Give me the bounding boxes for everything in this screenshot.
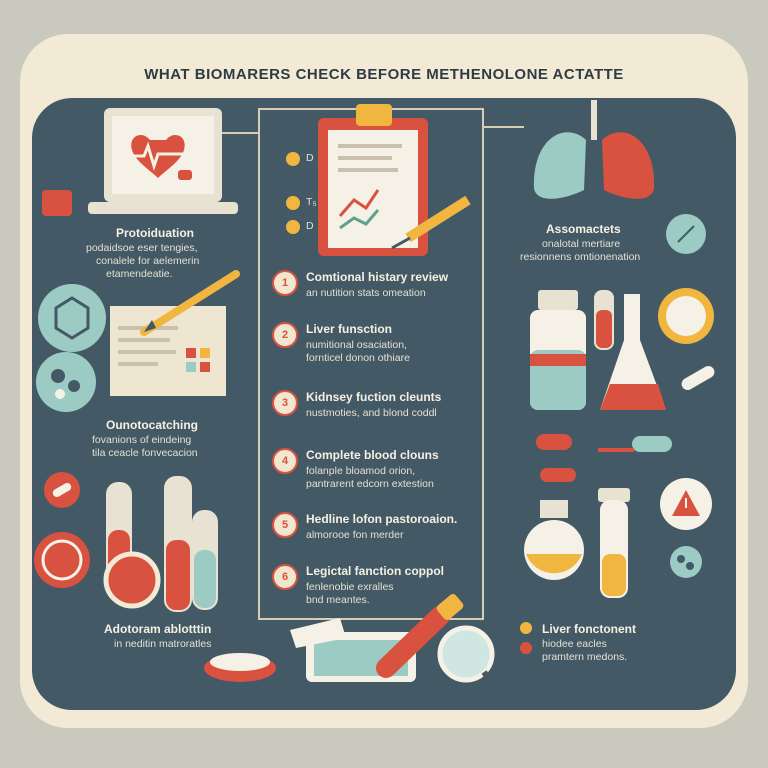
step-5-badge: 5: [272, 512, 298, 538]
step-4-heading: Complete blood clouns: [306, 448, 439, 462]
connector-left-branch: [220, 132, 260, 134]
step-5-heading: Hedline lofon pastoroaion.: [306, 512, 458, 526]
laptop-heart-icon: [88, 106, 238, 223]
lab-tray-icon: [200, 592, 501, 707]
step-3-heading: Kidnsey fuction cleunts: [306, 390, 442, 404]
step-1-heading: Comtional histary review: [306, 270, 449, 284]
red-pill-circle-icon: [42, 470, 82, 515]
clipboard-label-1: D: [306, 152, 314, 164]
yellow-flasks-icon: [520, 484, 660, 609]
connector-bottom: [258, 618, 484, 620]
right-legend-text-a: hiodee eacles: [542, 638, 607, 650]
right-legend-text-b: pramtern medons.: [542, 651, 628, 663]
flasks-icon: [524, 280, 724, 425]
left-heading-2: Ounotocatching: [106, 418, 198, 432]
molecule-circle-icon-2: [34, 350, 98, 419]
step-2-badge: 2: [272, 322, 298, 348]
right-legend-heading: Liver fonctonent: [542, 622, 637, 636]
connector-right-vertical: [482, 108, 484, 620]
step-6-text-a: fenlenobie exralles: [306, 581, 394, 593]
left-text-3a: in neditin matroratles: [114, 638, 212, 650]
clipboard-label-2: T₅: [306, 196, 317, 208]
connector-right-branch: [482, 126, 524, 128]
legend-dot-1: [286, 152, 300, 166]
legend-red-dot: [520, 642, 532, 654]
step-2-text-b: fornticel donon othiare: [306, 352, 410, 364]
pills-icon: [528, 428, 678, 493]
left-text-1a: podaidsoe eser tengies,: [86, 242, 198, 254]
cells-circle-icon: [668, 544, 704, 585]
x-circle-icon: [664, 212, 708, 261]
step-4-badge: 4: [272, 448, 298, 474]
warning-circle-icon: [658, 476, 714, 537]
lungs-icon: [524, 100, 664, 215]
left-text-1c: etamendeatie.: [106, 268, 173, 280]
right-heading-1: Assomactets: [546, 222, 621, 236]
step-4-text-b: pantrarent edcorn extestion: [306, 478, 434, 490]
step-4-text-a: folanple bloamod orion,: [306, 465, 416, 477]
step-3-badge: 3: [272, 390, 298, 416]
test-tubes-left-icon: [96, 470, 236, 625]
step-2-heading: Liver funsction: [306, 322, 393, 336]
step-5-text: almorooe fon merder: [306, 529, 404, 541]
legend-yellow-dot: [520, 622, 532, 634]
left-text-2b: tila ceacle fonvecacion: [92, 447, 198, 459]
step-1-badge: 1: [272, 270, 298, 296]
step-6-heading: Legictal fanction coppol: [306, 564, 445, 578]
left-heading-3: Adotoram ablotttin: [104, 622, 212, 636]
step-2-text-a: numitional osaciation,: [306, 339, 407, 351]
document-pen-icon: [100, 270, 250, 405]
left-text-1b: conalele for aelemerin: [96, 255, 200, 267]
right-text-1a: onalotal mertiare: [542, 238, 621, 250]
clipboard-chart-icon: [318, 100, 498, 265]
molecule-circle-icon: [36, 282, 108, 359]
clipboard-label-3: D: [306, 220, 314, 232]
legend-dot-2: [286, 196, 300, 210]
step-1-text: an nutition stats omeation: [306, 287, 426, 299]
clipboard-small-icon: [42, 190, 72, 216]
step-6-badge: 6: [272, 564, 298, 590]
connector-left-vertical: [258, 108, 260, 620]
page-title: WHAT BIOMARERS CHECK BEFORE METHENOLONE …: [144, 66, 624, 83]
step-3-text: nustmoties, and blond coddl: [306, 407, 437, 419]
red-dish-icon: [32, 530, 92, 595]
right-text-1b: resionnens omtionenation: [520, 251, 641, 263]
left-text-2a: fovanions of eindeing: [92, 434, 192, 446]
step-6-text-b: bnd meantes.: [306, 594, 370, 606]
left-heading-1: Protoiduation: [116, 226, 194, 240]
legend-dot-3: [286, 220, 300, 234]
